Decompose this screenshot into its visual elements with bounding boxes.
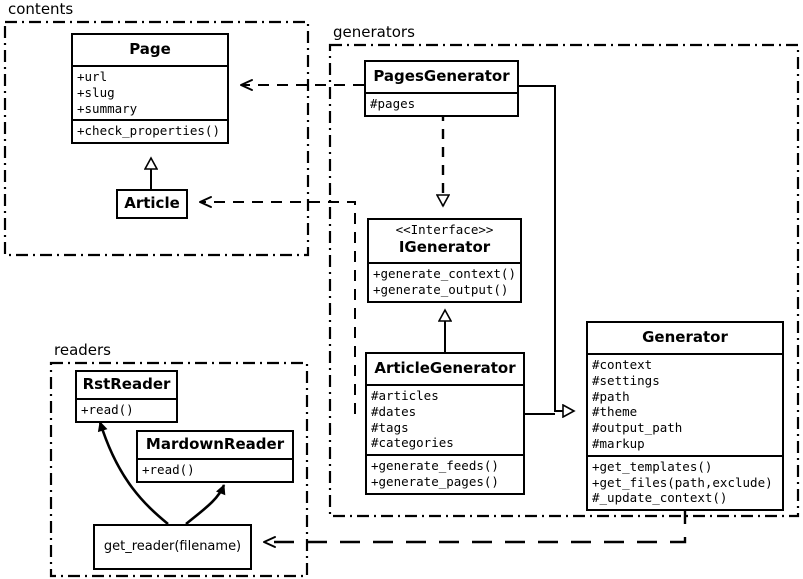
class-box-generator[interactable]: Generator #context #settings #path #them… — [586, 321, 784, 512]
class-attribute: #categories — [371, 435, 454, 451]
class-attributes-compartment: #pages — [366, 92, 517, 115]
class-name-mardownreader: MardownReader — [145, 435, 285, 453]
class-attributes-compartment: #context #settings #path #theme #output_… — [588, 353, 782, 455]
class-name-generator: Generator — [642, 328, 728, 346]
package-label-readers: readers — [52, 341, 113, 359]
class-method: +get_files(path,exclude) — [592, 474, 773, 490]
class-attributes-compartment: +url +slug +summary — [73, 65, 227, 119]
class-name-pagesgenerator: PagesGenerator — [373, 67, 510, 85]
class-attribute: #dates — [371, 403, 417, 419]
class-method: +read() — [81, 402, 134, 417]
function-name-compartment: get_reader(filename) — [95, 526, 250, 568]
class-box-get-reader[interactable]: get_reader(filename) — [93, 524, 252, 570]
class-attribute: #theme — [592, 404, 638, 420]
class-box-pagesgenerator[interactable]: PagesGenerator #pages — [364, 60, 519, 117]
class-box-igenerator[interactable]: <<Interface>> IGenerator +generate_conte… — [367, 218, 522, 303]
class-attribute: +url — [77, 69, 108, 84]
edge-get_reader-to-mardownreader — [185, 484, 226, 526]
class-attribute: #path — [592, 388, 630, 404]
class-methods-compartment: +get_templates() +get_files(path,exclude… — [588, 454, 782, 509]
class-box-page[interactable]: Page +url +slug +summary +check_properti… — [71, 33, 229, 145]
class-stereotype-igenerator: <<Interface>> — [395, 222, 494, 237]
class-name-compartment: RstReader — [77, 372, 176, 398]
class-method: +get_templates() — [592, 458, 713, 474]
class-attribute: #tags — [371, 419, 409, 435]
class-box-articlegenerator[interactable]: ArticleGenerator #articles #dates #tags … — [365, 352, 525, 495]
edge-articlegenerator-to-article — [199, 196, 356, 414]
class-method: #_update_context() — [592, 490, 728, 506]
class-name-igenerator: IGenerator — [398, 238, 491, 256]
class-name-articlegenerator: ArticleGenerator — [374, 359, 516, 377]
package-label-contents: contents — [6, 0, 76, 18]
class-name-page: Page — [129, 40, 171, 58]
class-method: +generate_output() — [373, 281, 509, 297]
class-method: +generate_pages() — [371, 473, 499, 489]
class-box-article[interactable]: Article — [116, 189, 188, 219]
function-name-get-reader: get_reader(filename) — [103, 539, 242, 554]
class-methods-compartment: +generate_feeds() +generate_pages() — [367, 454, 523, 493]
class-method: +check_properties() — [77, 123, 220, 139]
class-box-mardownreader[interactable]: MardownReader +read() — [136, 430, 294, 483]
class-name-compartment: Generator — [588, 323, 782, 353]
class-attribute: +summary — [77, 100, 138, 116]
edge-pagesgenerator-to-generator — [519, 85, 574, 411]
class-name-rstreader: RstReader — [82, 375, 171, 393]
class-method: +generate_context() — [373, 266, 516, 281]
package-label-generators: generators — [331, 23, 417, 41]
class-attribute: #output_path — [592, 420, 683, 436]
class-methods-compartment: +read() — [77, 398, 176, 421]
class-method: +generate_feeds() — [371, 458, 499, 474]
class-methods-compartment: +read() — [138, 458, 292, 481]
class-name-compartment: Page — [73, 35, 227, 65]
class-attribute: #articles — [371, 388, 439, 403]
class-attributes-compartment: #articles #dates #tags #categories — [367, 384, 523, 454]
class-name-article: Article — [124, 194, 180, 212]
class-attribute: +slug — [77, 84, 115, 100]
class-name-compartment: MardownReader — [138, 432, 292, 458]
class-name-compartment: <<Interface>> IGenerator — [369, 220, 520, 262]
class-attribute: #pages — [370, 96, 416, 111]
class-name-compartment: PagesGenerator — [366, 62, 517, 92]
class-name-compartment: ArticleGenerator — [367, 354, 523, 384]
class-box-rstreader[interactable]: RstReader +read() — [75, 370, 178, 423]
class-methods-compartment: +generate_context() +generate_output() — [369, 262, 520, 301]
class-attribute: #context — [592, 357, 653, 372]
class-attribute: #markup — [592, 435, 645, 451]
class-name-compartment: Article — [118, 191, 186, 217]
class-methods-compartment: +check_properties() — [73, 119, 227, 142]
class-attribute: #settings — [592, 372, 660, 388]
class-method: +read() — [142, 462, 195, 477]
